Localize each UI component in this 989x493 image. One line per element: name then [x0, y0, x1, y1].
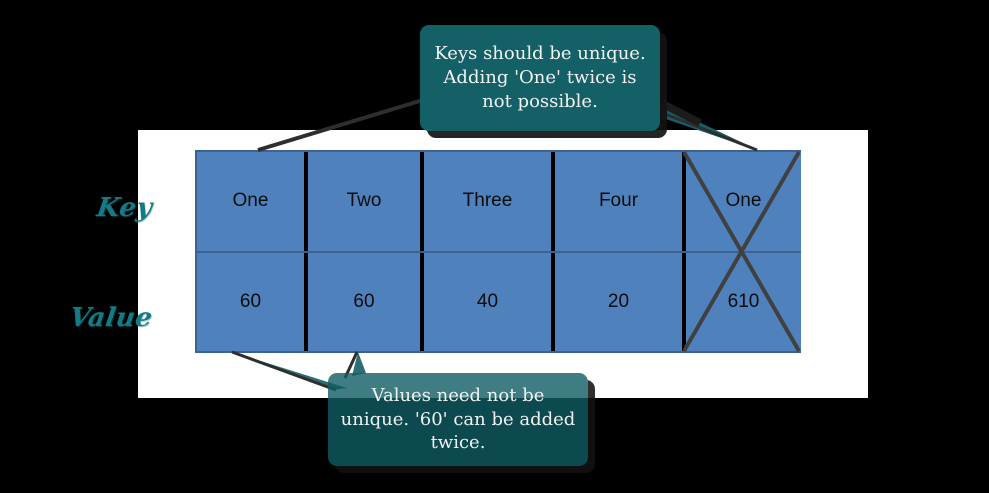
keys-unique-callout: Keys should be unique. Adding 'One' twic… — [420, 25, 660, 131]
pointer-shadow-top-right — [653, 96, 702, 127]
key-cell-four[interactable]: Four — [551, 152, 682, 251]
row-label-key: Key — [94, 193, 155, 223]
value-cell-1[interactable]: 60 — [197, 252, 304, 351]
value-cell-2[interactable]: 60 — [304, 252, 420, 351]
value-cell-3[interactable]: 40 — [420, 252, 551, 351]
key-cell-one-duplicate[interactable]: One — [682, 152, 801, 251]
values-duplicate-callout: Values need not be unique. '60' can be a… — [328, 373, 588, 466]
row-label-value: Value — [67, 303, 155, 333]
value-cell-4[interactable]: 20 — [551, 252, 682, 351]
key-value-table: One Two Three Four One 60 60 40 20 610 — [195, 150, 801, 353]
key-cell-two[interactable]: Two — [304, 152, 420, 251]
value-cell-5[interactable]: 610 — [682, 252, 801, 351]
table-row-values: 60 60 40 20 610 — [197, 252, 801, 351]
table-row-keys: One Two Three Four One — [197, 152, 801, 253]
key-cell-one[interactable]: One — [197, 152, 304, 251]
key-cell-three[interactable]: Three — [420, 152, 551, 251]
